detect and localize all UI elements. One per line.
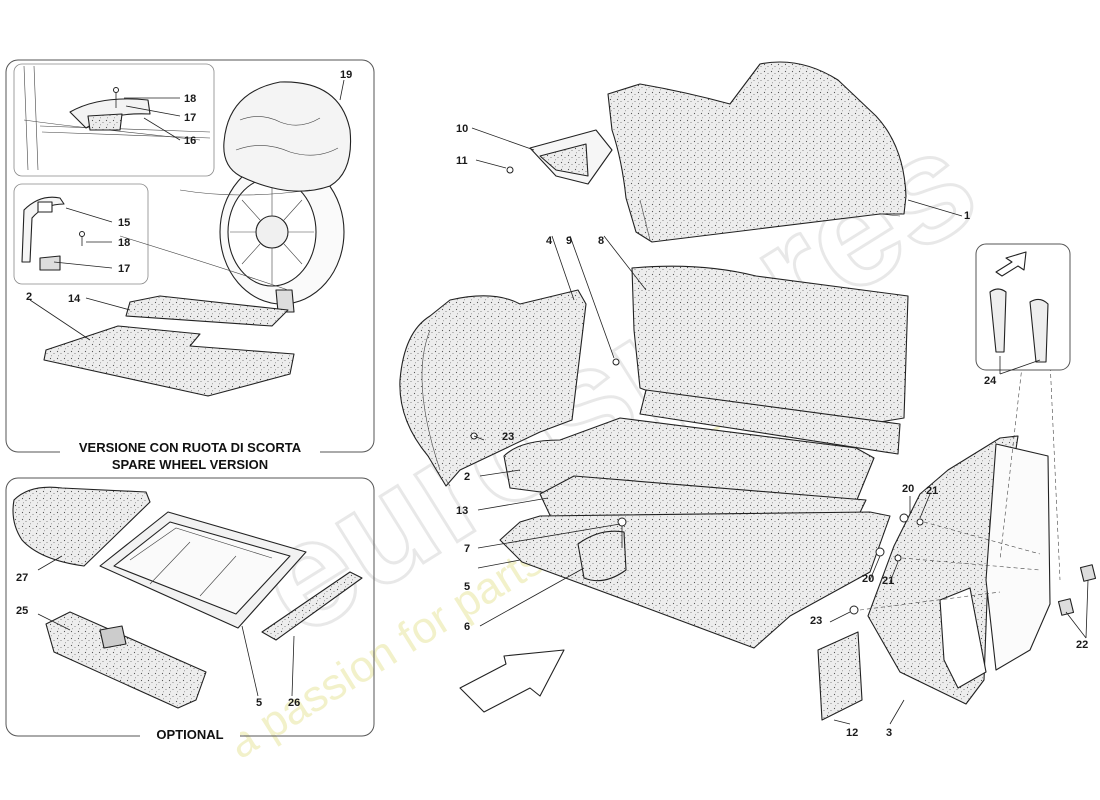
callout-20-bottom: 20 (862, 573, 874, 585)
direction-arrow (459, 649, 565, 713)
callout-6: 6 (464, 621, 470, 633)
callout-17-mid: 17 (118, 263, 130, 275)
callout-21-top: 21 (926, 485, 938, 497)
spare-wheel (219, 81, 352, 313)
callout-1: 1 (964, 210, 970, 222)
floor-carpet-5 (499, 511, 891, 649)
strap-inset-frame (13, 183, 149, 285)
callout-14: 14 (68, 293, 81, 305)
callout-26: 26 (288, 697, 300, 709)
storage-tub (99, 511, 307, 629)
callout-4: 4 (546, 235, 553, 247)
access-cover-12 (817, 631, 863, 721)
callout-19: 19 (340, 69, 352, 81)
spare-wheel-caption-it: VERSIONE CON RUOTA DI SCORTA (79, 440, 302, 455)
block-6 (577, 530, 627, 582)
callout-2-main: 2 (464, 471, 470, 483)
direction-arrow-small (995, 251, 1027, 277)
callout-3: 3 (886, 727, 892, 739)
callout-20-top: 20 (902, 483, 914, 495)
callout-11: 11 (456, 155, 468, 167)
caption-backdrop (60, 438, 320, 470)
callout-21-bottom: 21 (882, 575, 894, 587)
spare-wheel-strap (21, 196, 85, 271)
callout-5-main: 5 (464, 581, 470, 593)
callout-18-top: 18 (184, 93, 196, 105)
callout-5-optional: 5 (256, 697, 262, 709)
callout-23-left: 23 (502, 431, 514, 443)
liner-25 (45, 611, 207, 709)
clip-24b (1029, 298, 1049, 363)
bulkhead-lining-1 (607, 61, 907, 243)
callout-13: 13 (456, 505, 468, 517)
floor-strip-8 (639, 389, 901, 455)
callout-7: 7 (464, 543, 470, 555)
callout-9: 9 (566, 235, 572, 247)
callout-12: 12 (846, 727, 858, 739)
carpet-2-spare (43, 325, 295, 397)
carpet-14 (125, 295, 289, 327)
spare-wheel-bracket (69, 98, 151, 131)
trim-frame (985, 443, 1051, 671)
clip-24a (989, 288, 1007, 353)
rail-26 (261, 571, 363, 641)
callout-25: 25 (16, 605, 28, 617)
side-lining-4 (399, 289, 587, 487)
main-exploded-view: 1 10 11 4 9 8 23 2 13 7 5 6 20 21 20 21 … (399, 61, 1097, 739)
optional-caption-backdrop (140, 724, 240, 744)
spare-wheel-panel: 18 17 16 19 15 18 17 2 14 VERSIONE CON R… (5, 59, 375, 472)
callout-15: 15 (118, 217, 130, 229)
callout-16: 16 (184, 135, 196, 147)
spare-wheel-caption-en: SPARE WHEEL VERSION (112, 457, 268, 472)
callout-2-spare: 2 (26, 291, 32, 303)
callout-23-right: 23 (810, 615, 822, 627)
callout-8: 8 (598, 235, 604, 247)
callout-24: 24 (984, 375, 997, 387)
liner-27 (12, 486, 151, 567)
callout-17-top: 17 (184, 112, 196, 124)
callout-27: 27 (16, 572, 28, 584)
callout-10: 10 (456, 123, 468, 135)
callout-18-mid: 18 (118, 237, 130, 249)
optional-panel: 27 25 5 26 OPTIONAL (5, 477, 375, 744)
optional-caption: OPTIONAL (156, 727, 223, 742)
callout-22: 22 (1076, 639, 1088, 651)
bracket-inset-frame (13, 63, 215, 177)
